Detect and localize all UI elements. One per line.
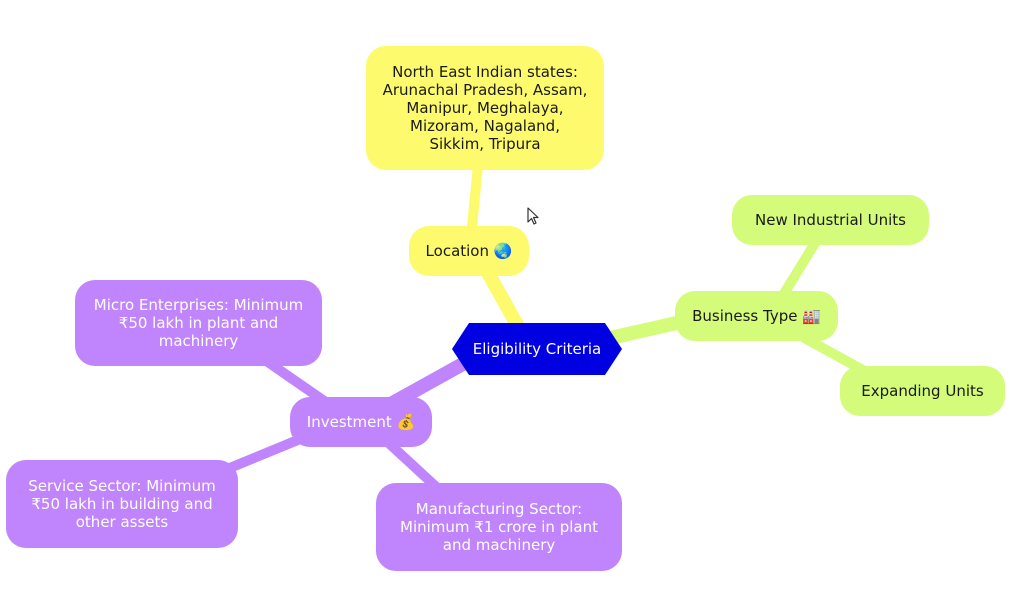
mouse-cursor-icon: [527, 207, 539, 225]
location-node[interactable]: Location 🌏: [409, 226, 529, 276]
investment-node[interactable]: Investment 💰: [290, 397, 432, 447]
service-sector-node[interactable]: Service Sector: Minimum ₹50 lakh in buil…: [6, 460, 238, 548]
root-label: Eligibility Criteria: [472, 340, 602, 358]
service-sector-label: Service Sector: Minimum ₹50 lakh in buil…: [28, 477, 216, 531]
investment-label: Investment 💰: [306, 413, 416, 431]
states-label: North East Indian states: Arunachal Prad…: [382, 63, 588, 153]
business-type-label: Business Type 🏭: [692, 307, 821, 325]
micro-enterprises-label: Micro Enterprises: Minimum ₹50 lakh in p…: [93, 296, 304, 350]
manufacturing-sector-node[interactable]: Manufacturing Sector: Minimum ₹1 crore i…: [376, 483, 622, 571]
root-node[interactable]: Eligibility Criteria: [452, 323, 622, 375]
expanding-units-label: Expanding Units: [861, 382, 984, 400]
location-label: Location 🌏: [425, 242, 513, 260]
new-industrial-units-label: New Industrial Units: [755, 211, 906, 229]
new-industrial-units-node[interactable]: New Industrial Units: [732, 195, 929, 245]
expanding-units-node[interactable]: Expanding Units: [840, 366, 1005, 416]
business-type-node[interactable]: Business Type 🏭: [675, 291, 838, 341]
edge-business-new: [775, 230, 825, 305]
manufacturing-sector-label: Manufacturing Sector: Minimum ₹1 crore i…: [400, 500, 598, 554]
micro-enterprises-node[interactable]: Micro Enterprises: Minimum ₹50 lakh in p…: [75, 280, 322, 366]
states-node[interactable]: North East Indian states: Arunachal Prad…: [366, 46, 604, 170]
